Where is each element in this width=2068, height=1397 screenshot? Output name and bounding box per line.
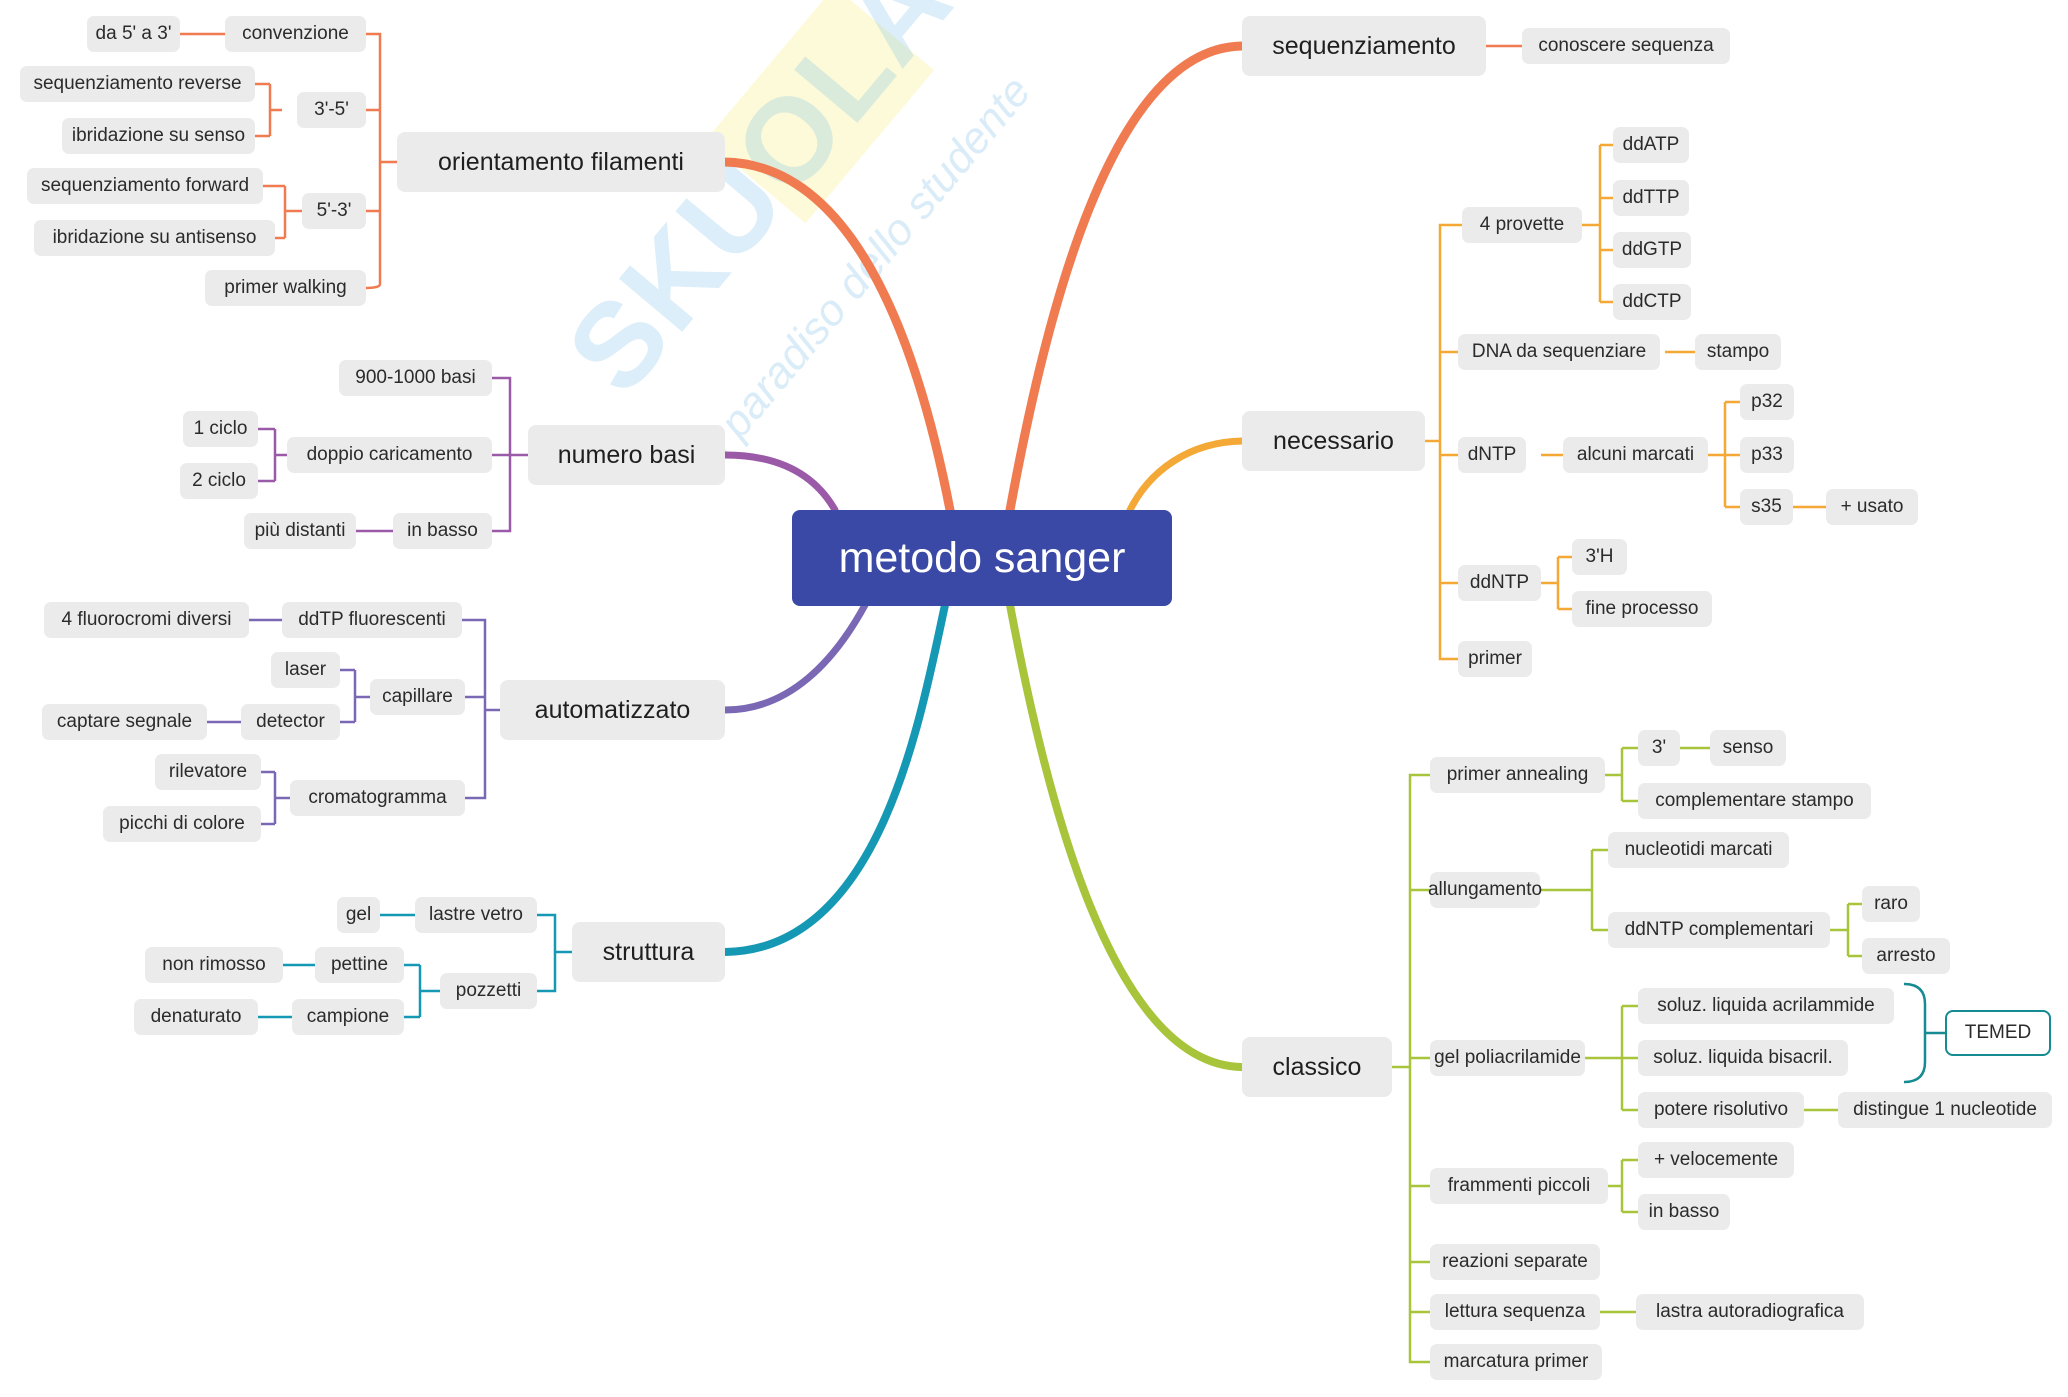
node-captare-segnale[interactable]: captare segnale <box>42 704 207 740</box>
node-numero-basi[interactable]: numero basi <box>528 425 725 485</box>
node-primer[interactable]: primer <box>1458 641 1532 677</box>
node-gel[interactable]: gel <box>337 897 380 933</box>
node-picchi-di-colore[interactable]: picchi di colore <box>103 806 261 842</box>
node-necessario[interactable]: necessario <box>1242 411 1425 471</box>
node-non-rimosso[interactable]: non rimosso <box>145 947 283 983</box>
node-ddttp[interactable]: ddTTP <box>1613 180 1689 216</box>
node-ddgtp[interactable]: ddGTP <box>1613 232 1691 268</box>
branch-sequenziamento <box>1005 41 1247 515</box>
node-gel-poliacrilamide[interactable]: gel poliacrilamide <box>1430 1040 1585 1076</box>
node-denaturato[interactable]: denaturato <box>134 999 258 1035</box>
node-conoscere-sequenza[interactable]: conoscere sequenza <box>1522 28 1730 64</box>
node-raro[interactable]: raro <box>1862 886 1920 922</box>
branch-struttura <box>721 601 949 956</box>
node-frammenti-piccoli[interactable]: frammenti piccoli <box>1430 1168 1608 1204</box>
node-in-basso-classico[interactable]: in basso <box>1638 1194 1730 1230</box>
node-primer-walking[interactable]: primer walking <box>205 270 366 306</box>
node-doppio-caricamento[interactable]: doppio caricamento <box>287 437 492 473</box>
node-900-1000-basi[interactable]: 900-1000 basi <box>339 360 492 396</box>
node-pettine[interactable]: pettine <box>315 947 404 983</box>
node-ddntp-complementari[interactable]: ddNTP complementari <box>1608 912 1830 948</box>
node-cromatogramma[interactable]: cromatogramma <box>290 780 465 816</box>
root-node[interactable]: metodo sanger <box>792 510 1172 606</box>
node-ibridazione-antisenso[interactable]: ibridazione su antisenso <box>34 220 275 256</box>
node-s35[interactable]: s35 <box>1740 489 1793 525</box>
node-orientamento-filamenti[interactable]: orientamento filamenti <box>397 132 725 192</box>
node-piu-usato[interactable]: + usato <box>1826 489 1918 525</box>
node-primer-annealing[interactable]: primer annealing <box>1430 757 1605 793</box>
node-in-basso-numero[interactable]: in basso <box>393 513 492 549</box>
node-4-provette[interactable]: 4 provette <box>1462 207 1582 243</box>
node-arresto[interactable]: arresto <box>1862 938 1950 974</box>
node-ddatp[interactable]: ddATP <box>1613 127 1689 163</box>
node-lettura-sequenza[interactable]: lettura sequenza <box>1430 1294 1600 1330</box>
node-dna-da-sequenziare[interactable]: DNA da sequenziare <box>1458 334 1660 370</box>
branch-numero-basi <box>721 451 839 514</box>
node-p33[interactable]: p33 <box>1740 437 1794 473</box>
node-allungamento[interactable]: allungamento <box>1428 872 1542 908</box>
node-capillare[interactable]: capillare <box>370 679 465 715</box>
node-nucleotidi-marcati[interactable]: nucleotidi marcati <box>1608 832 1789 868</box>
node-dntp[interactable]: dNTP <box>1458 437 1526 473</box>
node-automatizzato[interactable]: automatizzato <box>500 680 725 740</box>
node-2-ciclo[interactable]: 2 ciclo <box>180 463 258 499</box>
node-potere-risolutivo[interactable]: potere risolutivo <box>1638 1092 1804 1128</box>
branch-automatizzato <box>721 601 869 714</box>
node-convenzione[interactable]: convenzione <box>225 16 366 52</box>
node-3-prime[interactable]: 3' <box>1638 730 1680 766</box>
node-lastre-vetro[interactable]: lastre vetro <box>415 897 537 933</box>
node-alcuni-marcati[interactable]: alcuni marcati <box>1563 437 1708 473</box>
node-sequenziamento-reverse[interactable]: sequenziamento reverse <box>20 66 255 102</box>
node-3-5[interactable]: 3'-5' <box>297 92 366 128</box>
node-campione[interactable]: campione <box>292 999 404 1035</box>
node-stampo[interactable]: stampo <box>1695 334 1781 370</box>
node-sequenziamento-forward[interactable]: sequenziamento forward <box>27 168 263 204</box>
node-fine-processo[interactable]: fine processo <box>1572 591 1712 627</box>
temed-bracket <box>1903 982 1945 1084</box>
node-marcatura-primer[interactable]: marcatura primer <box>1430 1344 1602 1380</box>
node-temed[interactable]: TEMED <box>1945 1010 2051 1056</box>
node-bisacril[interactable]: soluz. liquida bisacril. <box>1638 1040 1848 1076</box>
node-reazioni-separate[interactable]: reazioni separate <box>1430 1244 1600 1280</box>
branch-classico <box>1006 601 1246 1071</box>
node-lastra-autoradiografica[interactable]: lastra autoradiografica <box>1636 1294 1864 1330</box>
node-senso[interactable]: senso <box>1710 730 1786 766</box>
node-laser[interactable]: laser <box>271 652 340 688</box>
node-piu-distanti[interactable]: più distanti <box>244 513 356 549</box>
node-ibridazione-senso[interactable]: ibridazione su senso <box>62 118 255 154</box>
node-rilevatore[interactable]: rilevatore <box>155 754 261 790</box>
node-ddntp[interactable]: ddNTP <box>1458 565 1541 601</box>
node-3h[interactable]: 3'H <box>1572 539 1627 575</box>
branch-necessario <box>1126 437 1246 514</box>
node-5-3[interactable]: 5'-3' <box>302 193 366 229</box>
node-piu-velocemente[interactable]: + velocemente <box>1638 1142 1794 1178</box>
node-pozzetti[interactable]: pozzetti <box>440 973 537 1009</box>
node-1-ciclo[interactable]: 1 ciclo <box>183 411 258 447</box>
node-classico[interactable]: classico <box>1242 1037 1392 1097</box>
node-ddctp[interactable]: ddCTP <box>1613 284 1691 320</box>
node-ddtp-fluorescenti[interactable]: ddTP fluorescenti <box>282 602 462 638</box>
node-detector[interactable]: detector <box>241 704 340 740</box>
branch-orientamento <box>720 157 955 515</box>
node-acrilammide[interactable]: soluz. liquida acrilammide <box>1638 988 1894 1024</box>
node-sequenziamento[interactable]: sequenziamento <box>1242 16 1486 76</box>
node-complementare-stampo[interactable]: complementare stampo <box>1638 783 1871 819</box>
node-4-fluorocromi[interactable]: 4 fluorocromi diversi <box>44 602 249 638</box>
node-da-5-a-3[interactable]: da 5' a 3' <box>87 16 180 52</box>
node-p32[interactable]: p32 <box>1740 384 1794 420</box>
node-struttura[interactable]: struttura <box>572 922 725 982</box>
node-distingue-1-nucleotide[interactable]: distingue 1 nucleotide <box>1838 1092 2052 1128</box>
